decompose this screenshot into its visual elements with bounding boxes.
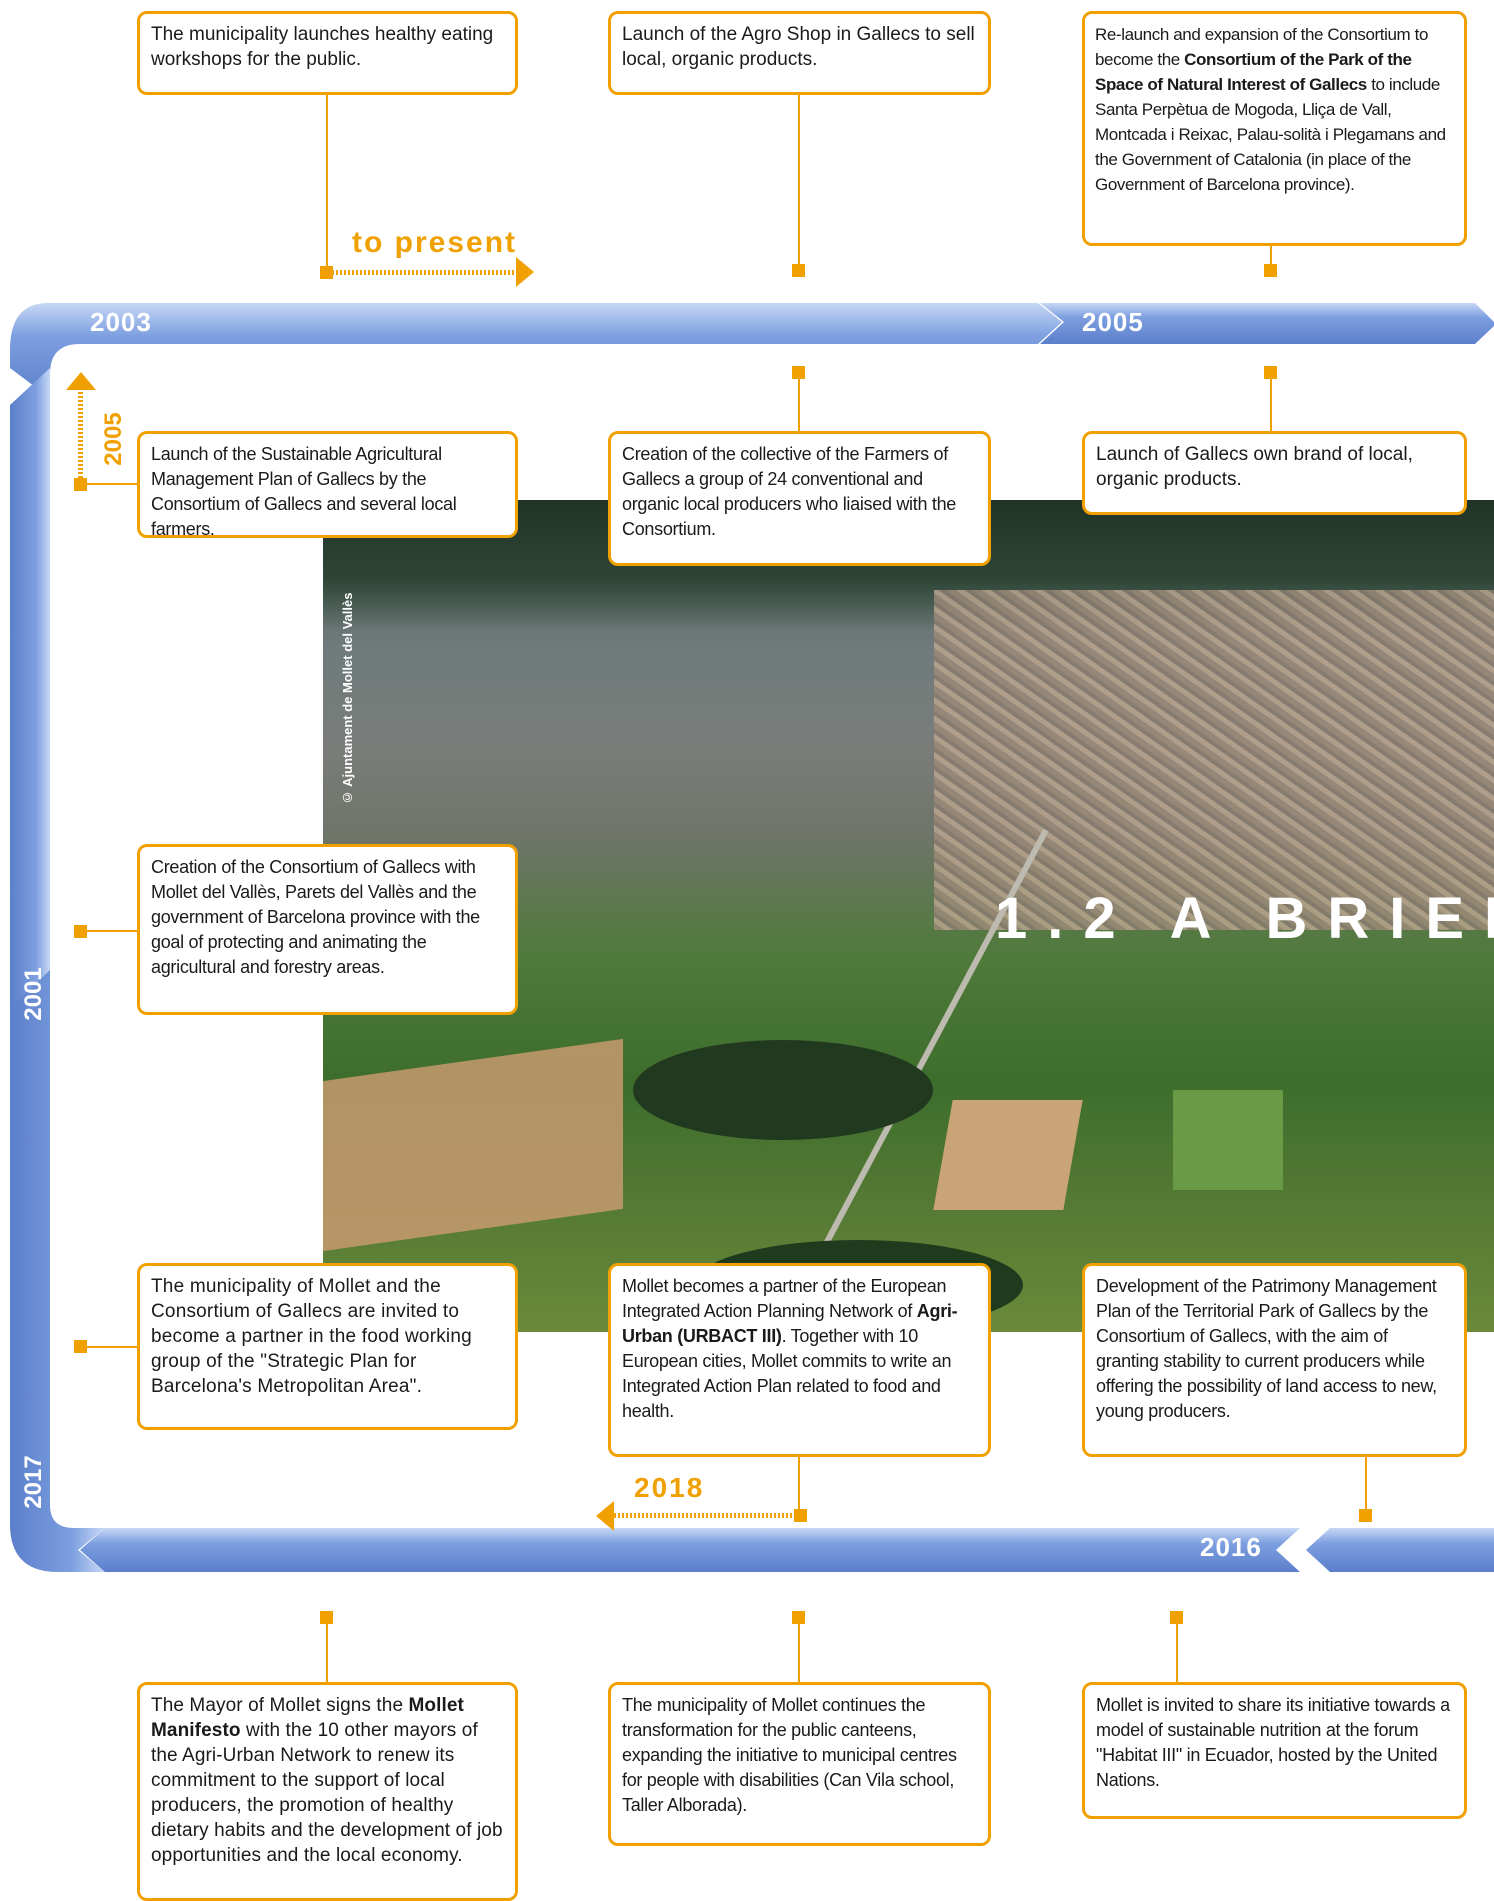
to-present-marker (320, 266, 333, 279)
event-strategic-plan: The municipality of Mollet and the Conso… (137, 1263, 518, 1430)
year-label-2016: 2016 (1200, 1532, 1262, 1562)
event-mollet-manifesto: The Mayor of Mollet signs the Mollet Man… (137, 1682, 518, 1901)
section-headline: 1.2 A BRIEF (995, 886, 1494, 951)
event-workshops: The municipality launches healthy eating… (137, 11, 518, 95)
event-agri-urban: Mollet becomes a partner of the European… (608, 1263, 991, 1457)
arrow-right-icon (516, 257, 534, 287)
event-own-brand: Launch of Gallecs own brand of local, or… (1082, 431, 1467, 515)
event-agro-shop: Launch of the Agro Shop in Gallecs to se… (608, 11, 991, 95)
year-label-2017: 2017 (20, 1455, 47, 1509)
year-label-2005: 2005 (1082, 307, 1144, 337)
event-public-canteens: The municipality of Mollet continues the… (608, 1682, 991, 1846)
year-label-2003: 2003 (90, 307, 152, 337)
year-2018-label: 2018 (634, 1472, 705, 1503)
event-habitat-iii: Mollet is invited to share its initiativ… (1082, 1682, 1467, 1819)
event-sustainable-plan: Launch of the Sustainable Agricultural M… (137, 431, 518, 539)
event-relaunch-consortium: Re-launch and expansion of the Consortiu… (1082, 11, 1467, 246)
photo-credit: © Ajuntament de Mollet del Vallès (340, 592, 355, 805)
to-present-label: to present (352, 226, 518, 259)
event-consortium-creation: Creation of the Consortium of Gallecs wi… (137, 844, 518, 1015)
event-farmers-collective: Creation of the collective of the Farmer… (608, 431, 991, 566)
year-label-2001: 2001 (20, 967, 47, 1021)
event-patrimony-plan: Development of the Patrimony Management … (1082, 1263, 1467, 1457)
arrow-up-icon (66, 372, 96, 390)
side-year-2005: 2005 (100, 412, 127, 466)
arrow-left-icon (596, 1501, 614, 1531)
